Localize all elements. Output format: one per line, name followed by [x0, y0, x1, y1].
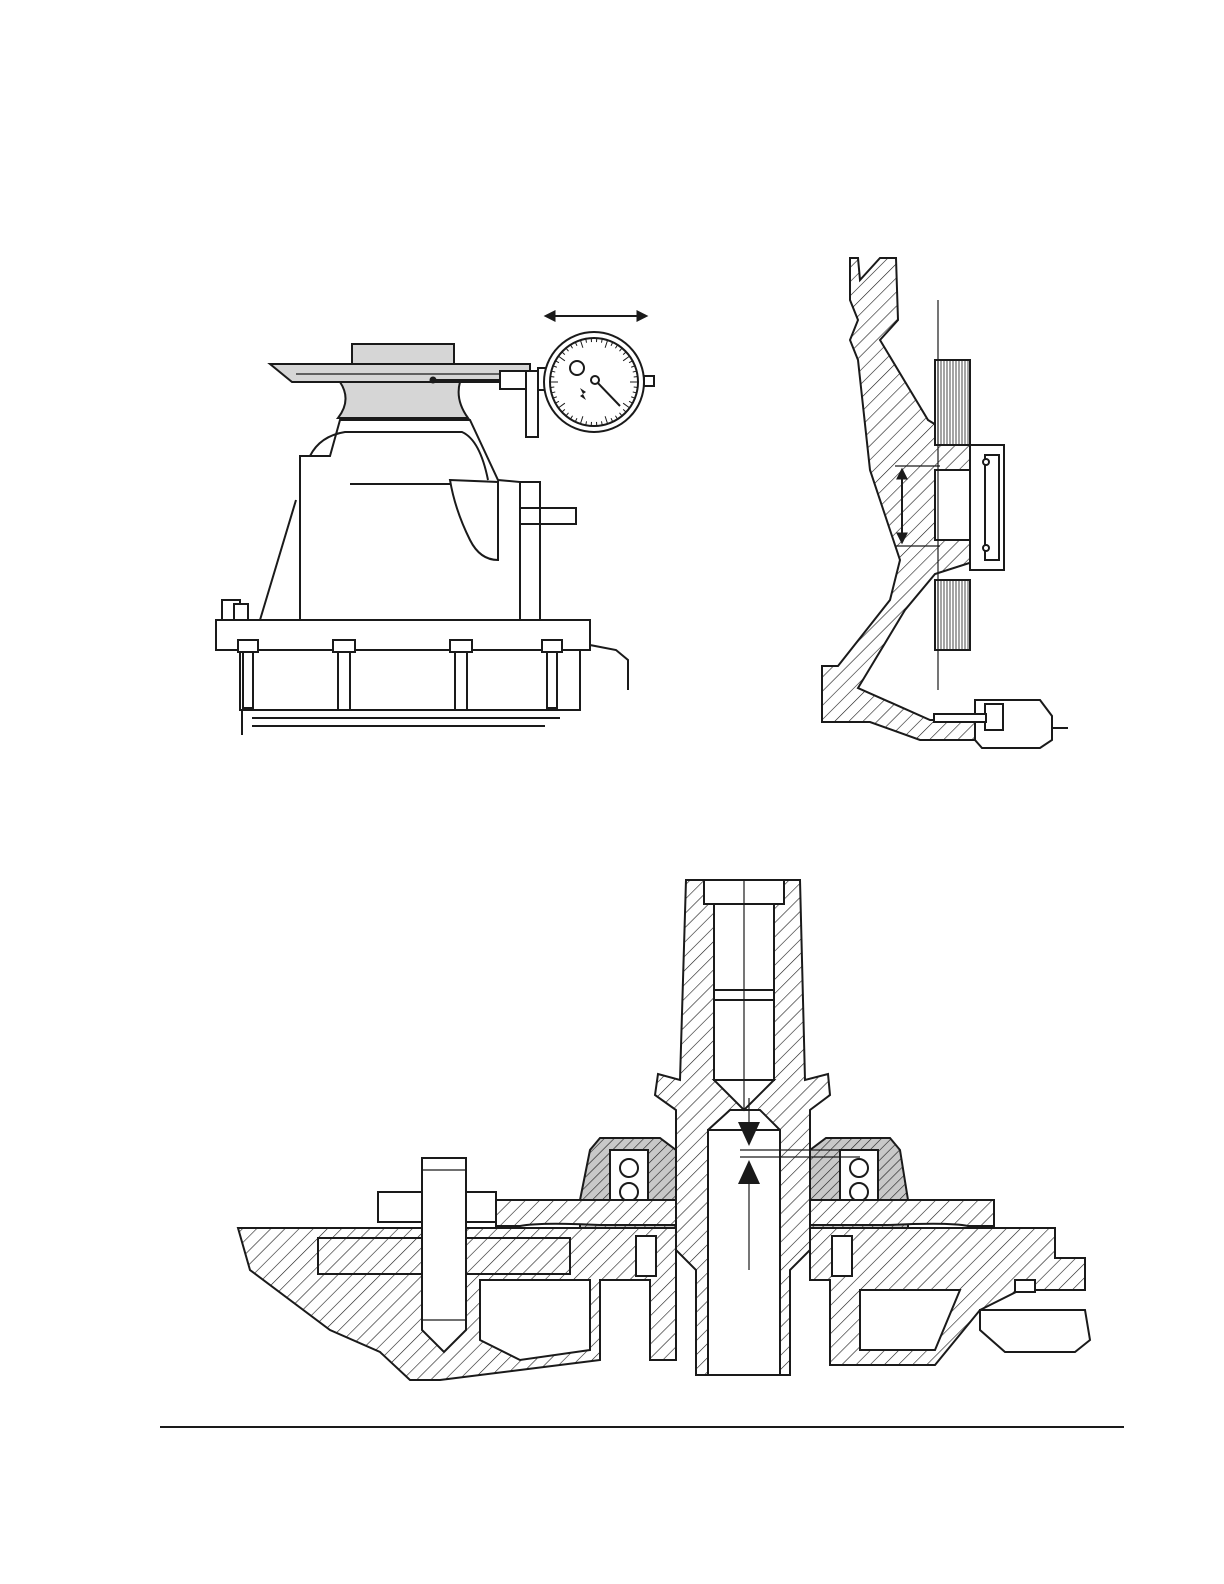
dial-tick: [550, 376, 554, 377]
dial-tick: [634, 376, 638, 377]
indicator-bracket: [526, 371, 538, 437]
output-shaft: [520, 508, 576, 524]
hub-top: [352, 344, 454, 366]
dial-indicator-figure: [216, 316, 654, 735]
hub-neck: [338, 382, 468, 418]
planet-pin: [422, 1158, 466, 1352]
dial-gauge-icon: [544, 332, 654, 432]
dial-tick: [634, 387, 638, 388]
shaft-assembly-figure: [238, 880, 1090, 1380]
right-disc: [810, 1200, 994, 1226]
dial-tick: [550, 387, 554, 388]
lower-bore: [708, 1130, 780, 1375]
left-disc: [496, 1200, 676, 1226]
indicator-tip: [430, 377, 437, 384]
flange-section-figure: [822, 258, 1068, 748]
